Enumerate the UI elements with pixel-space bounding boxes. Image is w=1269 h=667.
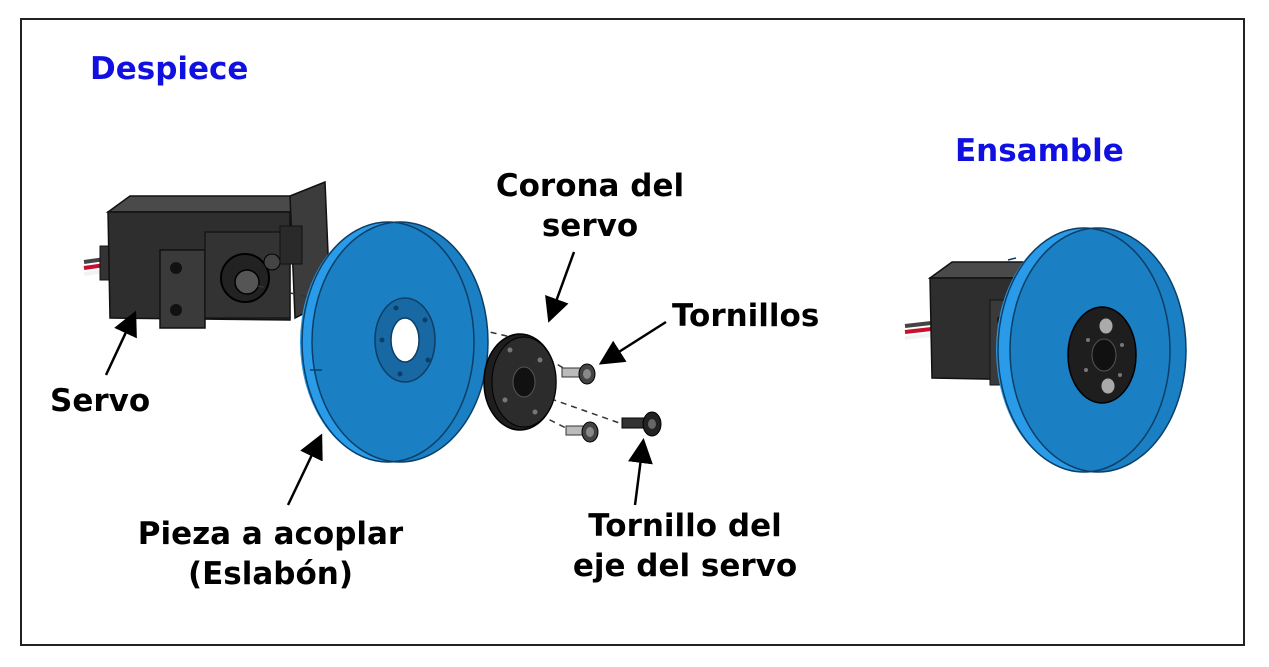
arrow-shaft-screw — [628, 438, 653, 506]
arrow-screws — [598, 320, 667, 365]
servo-motor-exploded — [83, 180, 331, 329]
label-shaft-screw-line2: eje del servo — [572, 548, 798, 584]
screw-top — [561, 363, 596, 385]
arrow-horn — [545, 251, 576, 323]
label-horn-line1: Corona del — [495, 168, 685, 204]
callout-arrows — [104, 251, 667, 506]
label-servo: Servo — [50, 383, 151, 419]
label-link: Pieza a acoplar (Eslabón) — [128, 514, 413, 594]
arrow-servo — [104, 310, 137, 376]
shaft-screw — [621, 411, 662, 437]
label-shaft-screw: Tornillo del eje del servo — [560, 506, 810, 586]
servo-horn-exploded — [483, 333, 557, 431]
label-link-line2: (Eslabón) — [187, 556, 354, 592]
screw-bottom — [565, 421, 599, 443]
assembled-servo-with-link — [904, 227, 1187, 473]
link-disc-exploded — [300, 221, 489, 463]
label-screws: Tornillos — [672, 298, 820, 334]
title-exploded: Despiece — [90, 51, 249, 87]
label-horn: Corona del servo — [485, 166, 695, 246]
label-link-line1: Pieza a acoplar — [137, 516, 404, 552]
label-horn-line2: servo — [541, 208, 639, 244]
arrow-link — [286, 433, 323, 506]
label-shaft-screw-line1: Tornillo del — [588, 508, 782, 544]
title-assembled: Ensamble — [955, 133, 1124, 169]
